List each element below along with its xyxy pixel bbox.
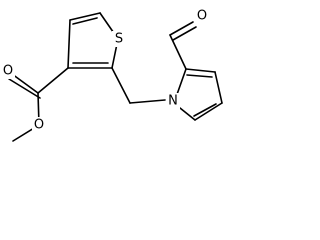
bond-c5p-n bbox=[179, 107, 196, 121]
bond-c2-ch2 bbox=[111, 67, 131, 104]
bond-ch2-n bbox=[129, 99, 166, 104]
bond-c2p-c3p bbox=[185, 68, 216, 73]
bond-cho-o bbox=[169, 21, 194, 36]
molecule-structure: S N O O O bbox=[1, 8, 223, 142]
bond-c2p-c3p-double bbox=[186, 74, 213, 78]
bond-carbonyl-o bbox=[11, 73, 39, 94]
bond-c4p-c5p-double bbox=[193, 103, 217, 117]
bond-c4p-c5p bbox=[194, 102, 223, 121]
bond-c3-carbonyl bbox=[37, 67, 69, 94]
bond-c5-c4-double bbox=[72, 17, 98, 25]
nitrogen-atom-label: N bbox=[168, 94, 178, 109]
aldehyde-group bbox=[169, 21, 197, 70]
bond-c3p-c4p bbox=[214, 71, 223, 104]
ester-oxygen-label: O bbox=[34, 118, 44, 133]
bond-c4-c3 bbox=[67, 19, 71, 69]
carbonyl-oxygen-label: O bbox=[3, 64, 13, 79]
bond-cho-o-double bbox=[172, 26, 197, 41]
sulfur-atom-label: S bbox=[115, 32, 123, 47]
aldehyde-oxygen-label: O bbox=[197, 9, 207, 24]
bond-carbonyl-o-double bbox=[8, 78, 41, 99]
thiophene-ring bbox=[67, 12, 119, 69]
pyrrole-ring bbox=[174, 68, 223, 121]
bond-c5-c4 bbox=[69, 12, 101, 21]
methylene-bridge bbox=[111, 67, 166, 104]
